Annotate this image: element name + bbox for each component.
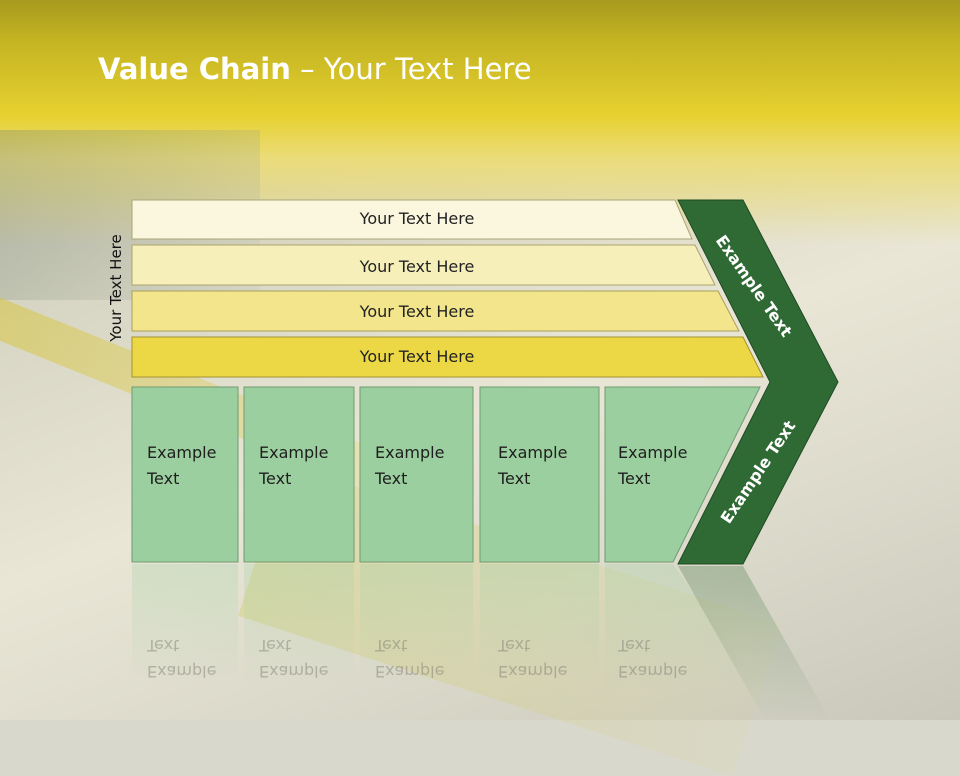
box-1-line2: Text [147, 469, 180, 488]
box-1-reflection-line1: Example [147, 662, 217, 681]
bar-1[interactable] [131, 199, 693, 240]
box-3-reflection: Example Text [375, 632, 444, 684]
box-2-line2: Text [259, 469, 292, 488]
box-5-reflection-line1: Example [618, 662, 688, 681]
box-2-reflection: Example Text [259, 632, 328, 684]
box-1[interactable] [131, 386, 239, 563]
box-1-reflection: Example Text [147, 632, 216, 684]
box-4-reflection-line2: Text [498, 636, 531, 655]
box-3-reflection-line1: Example [375, 662, 445, 681]
bar-1-label: Your Text Here [359, 209, 475, 228]
box-5-line2: Text [618, 469, 651, 488]
box-2-line1: Example [259, 443, 329, 462]
box-2-reflection-line1: Example [259, 662, 329, 681]
box-3[interactable] [359, 386, 474, 563]
box-4-reflection-line1: Example [498, 662, 568, 681]
bar-2[interactable] [131, 244, 716, 286]
bar-4-label: Your Text Here [359, 347, 475, 366]
box-3-text: Example Text [375, 440, 444, 492]
title-rest: – Your Text Here [290, 52, 532, 86]
bar-2-label: Your Text Here [359, 257, 475, 276]
box-1-text: Example Text [147, 440, 216, 492]
bar-3[interactable] [131, 290, 740, 332]
box-5[interactable] [604, 386, 761, 563]
box-1-reflection-line2: Text [147, 636, 180, 655]
box-5-reflection-line2: Text [618, 636, 651, 655]
box-4-line2: Text [498, 469, 531, 488]
box-3-line2: Text [375, 469, 408, 488]
box-reflections [132, 564, 830, 720]
box-2-reflection-line2: Text [259, 636, 292, 655]
box-5-line1: Example [618, 443, 688, 462]
box-3-line1: Example [375, 443, 445, 462]
box-5-text: Example Text [618, 440, 687, 492]
box-4-line1: Example [498, 443, 568, 462]
bar-3-label: Your Text Here [359, 302, 475, 321]
title-bold: Value Chain [98, 52, 291, 86]
box-1-line1: Example [147, 443, 217, 462]
box-2-text: Example Text [259, 440, 328, 492]
bar-4[interactable] [131, 336, 764, 378]
box-4[interactable] [479, 386, 600, 563]
box-2[interactable] [243, 386, 355, 563]
box-3-reflection-line2: Text [375, 636, 408, 655]
diagram-shapes [131, 199, 839, 720]
box-5-reflection: Example Text [618, 632, 687, 684]
chevron-arrow[interactable] [677, 199, 839, 565]
box-4-reflection: Example Text [498, 632, 567, 684]
box-4-text: Example Text [498, 440, 567, 492]
slide-title: Value Chain – Your Text Here [98, 52, 532, 86]
